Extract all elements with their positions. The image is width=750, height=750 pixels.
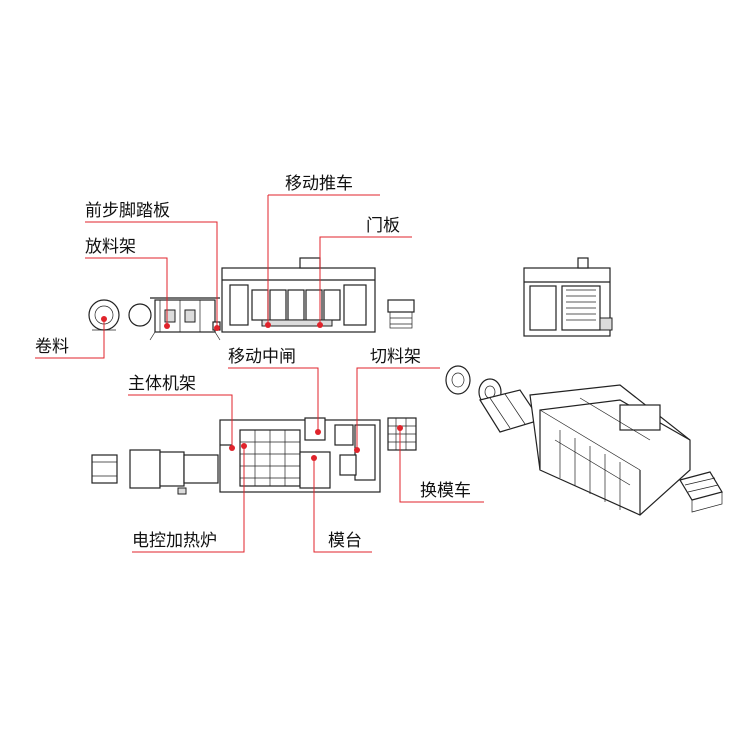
leader-unwind-rack	[85, 257, 168, 326]
leader-moving-gate	[228, 367, 319, 432]
leader-front-pedal	[85, 221, 218, 328]
end-view-machine	[523, 257, 613, 337]
label-roll-material: 卷料	[35, 337, 69, 357]
marker-front-pedal	[214, 325, 220, 331]
component-labels: 前步脚踏板 移动推车 门板 放料架 卷料 移动中闸 切料架 主体机架 换模车 电…	[35, 174, 471, 551]
main-machine-isometric	[529, 384, 691, 516]
label-front-pedal: 前步脚踏板	[85, 201, 170, 221]
mold-change-cart-front-view	[387, 299, 415, 329]
mold-change-cart-plan-view	[387, 417, 417, 451]
marker-electric-oven	[241, 443, 247, 449]
roll-material-plan-view	[91, 454, 118, 484]
leader-mold-change-cart	[399, 428, 484, 503]
unwind-rack-front-view	[128, 297, 221, 341]
marker-door-panel	[317, 322, 323, 328]
label-moving-cart: 移动推车	[285, 174, 353, 194]
marker-mold-change-cart	[397, 425, 403, 431]
label-mold-change-cart: 换模车	[420, 481, 471, 501]
label-mold-table: 模台	[328, 531, 362, 551]
label-door-panel: 门板	[366, 216, 400, 236]
label-unwind-rack: 放料架	[85, 237, 136, 257]
main-body-plan-view	[219, 417, 381, 493]
marker-cutting-rack	[354, 447, 360, 453]
leader-lines	[35, 194, 484, 553]
label-electric-oven: 电控加热炉	[132, 531, 217, 551]
leader-door-panel	[319, 236, 412, 325]
roll-material-front-view	[88, 299, 120, 331]
roll-material-isometric	[445, 365, 502, 406]
front-elevation-drawing	[88, 257, 613, 341]
leader-main-frame	[128, 394, 233, 448]
leader-cutting-rack	[356, 367, 440, 450]
mold-change-cart-isometric	[679, 471, 723, 513]
leader-electric-oven	[132, 446, 245, 553]
leader-mold-table	[313, 458, 372, 553]
marker-moving-gate	[315, 429, 321, 435]
marker-roll-material	[101, 316, 107, 322]
isometric-view-drawing	[445, 365, 723, 516]
leader-roll-material	[35, 319, 105, 359]
label-main-frame: 主体机架	[128, 374, 196, 394]
marker-moving-cart	[265, 322, 271, 328]
marker-mold-table	[311, 455, 317, 461]
unwind-rack-plan-view	[129, 449, 219, 495]
label-cutting-rack: 切料架	[370, 347, 421, 367]
label-moving-gate: 移动中闸	[228, 347, 296, 367]
marker-unwind-rack	[164, 323, 170, 329]
main-machine-front-view	[212, 257, 376, 333]
plan-view-drawing	[91, 417, 417, 495]
marker-main-frame	[229, 445, 235, 451]
